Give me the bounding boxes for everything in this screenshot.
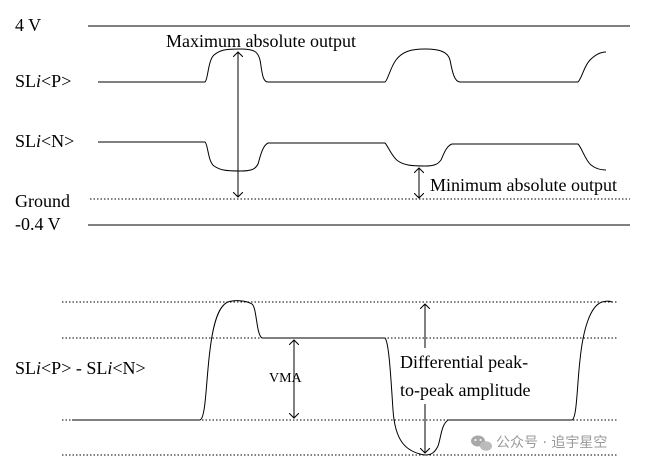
sl-n-label: SLi<N>	[15, 131, 74, 151]
peak-to-peak-label-bg	[397, 348, 559, 404]
ground-label: Ground	[15, 191, 70, 211]
differential-label: SLi<P> - SLi<N>	[15, 358, 146, 378]
peak-to-peak-label-line2: to-peak amplitude	[400, 380, 530, 400]
vma-label: VMA	[269, 371, 303, 386]
max-output-label: Maximum absolute output	[166, 31, 356, 51]
bottom-diagram: VMA Differential peak- to-peak amplitude…	[15, 300, 618, 456]
watermark: 公众号 · 追宇星空	[471, 435, 607, 451]
min-output-label: Minimum absolute output	[430, 175, 617, 195]
top-diagram: 4 V Maximum absolute output SLi<P> SLi<N…	[15, 15, 630, 234]
watermark-text: 公众号 · 追宇星空	[496, 435, 607, 451]
peak-to-peak-label-line1: Differential peak-	[400, 352, 528, 372]
rail-4v-label: 4 V	[15, 15, 41, 35]
sl-p-waveform	[98, 48, 607, 83]
sl-p-label: SLi<P>	[15, 71, 71, 91]
wechat-icon	[471, 435, 492, 451]
sl-n-waveform	[98, 141, 607, 172]
differential-waveform	[72, 300, 613, 456]
rail-neg-label: -0.4 V	[15, 214, 61, 234]
